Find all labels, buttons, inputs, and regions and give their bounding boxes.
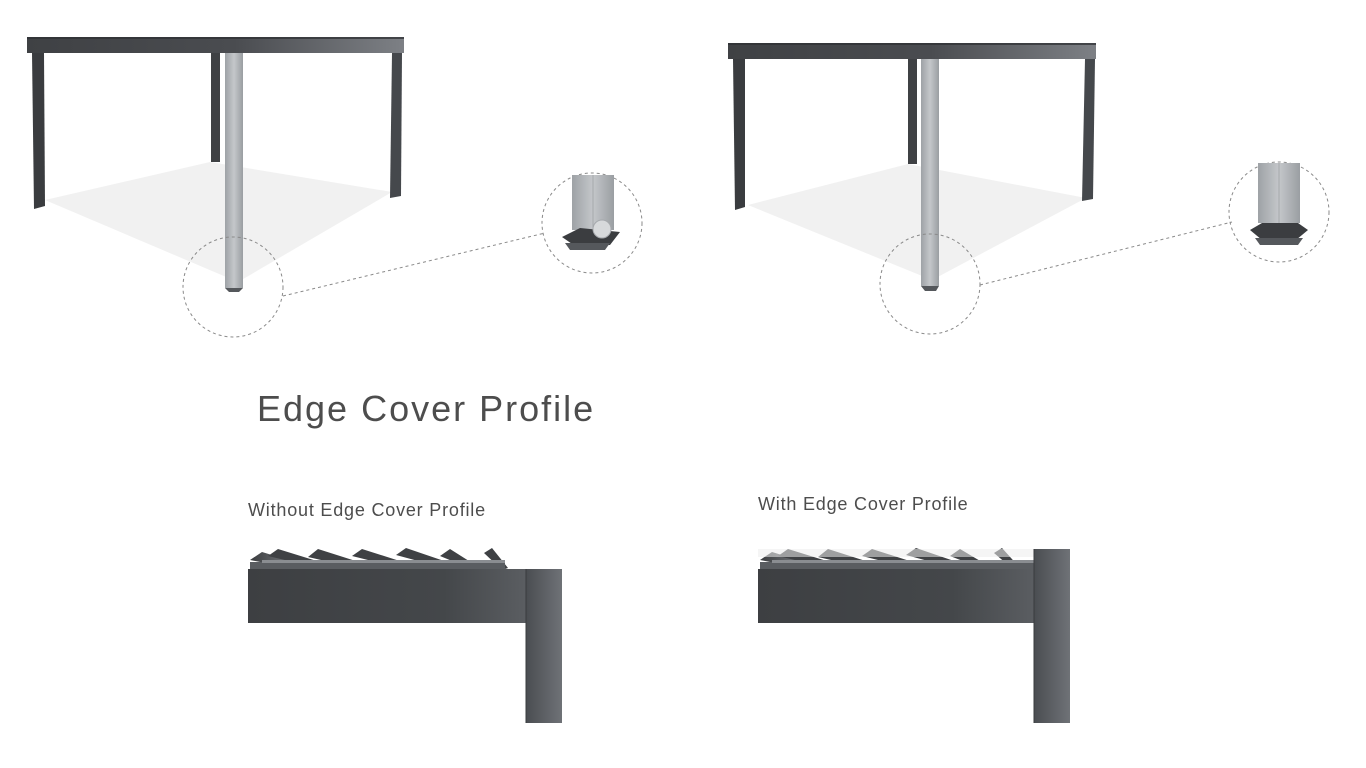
- detail-circle-large: [1228, 161, 1330, 263]
- edge-cover: [758, 549, 1035, 557]
- left-post: [32, 53, 45, 209]
- beam: [248, 569, 528, 623]
- floor-shadow: [748, 164, 1086, 280]
- detail-circle-small: [182, 236, 284, 338]
- column: [526, 569, 562, 723]
- callout-line: [979, 221, 1233, 286]
- column: [1034, 549, 1070, 723]
- caption-without-cover: Without Edge Cover Profile: [248, 500, 486, 520]
- pergola-right: [728, 43, 1330, 335]
- detail-circle-large: [541, 172, 643, 274]
- profile-with-cover: [758, 548, 1070, 723]
- detail-circle-small: [879, 233, 981, 335]
- roof-beam: [27, 37, 404, 53]
- front-post: [921, 59, 939, 286]
- front-post: [225, 53, 243, 288]
- roof-beam: [728, 43, 1096, 59]
- left-post: [733, 59, 745, 210]
- louvers: [250, 548, 508, 570]
- magnified-base-detail: [562, 175, 620, 250]
- profile-without-cover: [248, 548, 562, 723]
- beam: [758, 569, 1036, 623]
- caption-with-cover: With Edge Cover Profile: [758, 494, 969, 514]
- floor-shadow: [45, 162, 392, 282]
- pergola-left: [27, 37, 643, 338]
- page-title: Edge Cover Profile: [257, 388, 596, 429]
- callout-line: [282, 232, 546, 297]
- back-post: [211, 52, 220, 162]
- right-post: [390, 53, 402, 198]
- back-post: [908, 58, 917, 164]
- magnified-base-detail: [1250, 163, 1308, 245]
- right-post: [1082, 59, 1095, 201]
